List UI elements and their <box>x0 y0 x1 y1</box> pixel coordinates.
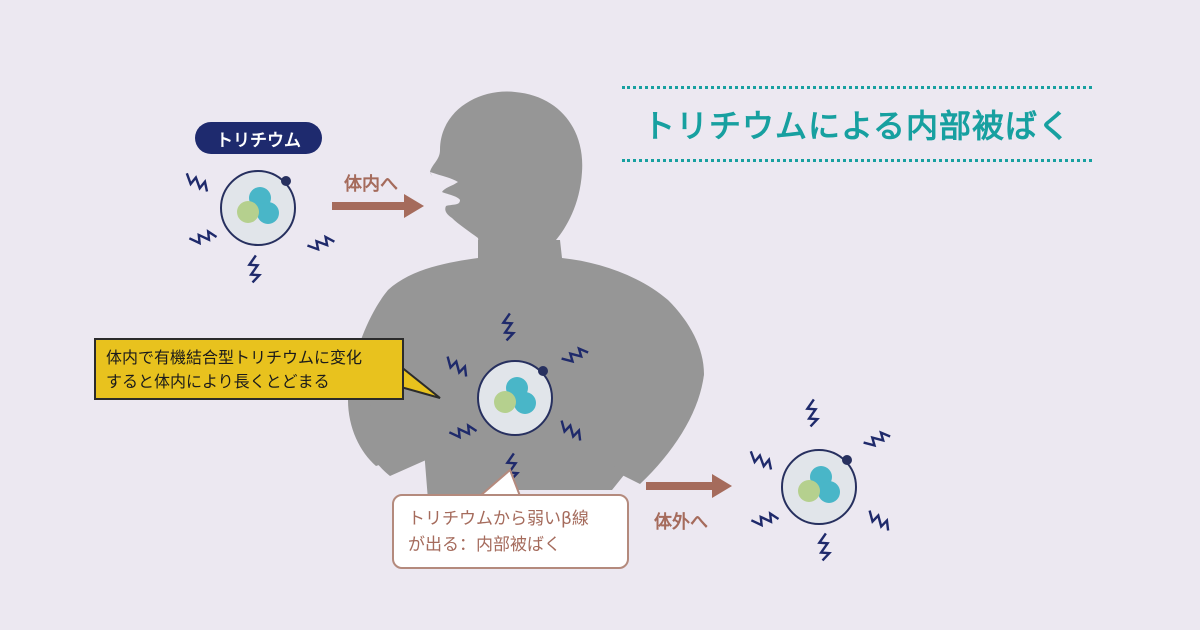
tritium-atom-icon <box>781 449 857 525</box>
radiation-zigzag-icon <box>307 234 335 252</box>
neutron <box>237 201 259 223</box>
radiation-zigzag-icon <box>446 356 468 377</box>
neutron <box>257 202 279 224</box>
radiation-zigzag-icon <box>560 420 582 441</box>
radiation-zigzag-icon <box>188 229 218 246</box>
neutron <box>798 480 820 502</box>
tritium-atom-icon <box>220 170 296 246</box>
electron <box>281 176 291 186</box>
callout-line: すると体内により長くとどまる <box>106 372 330 391</box>
radiation-zigzag-icon <box>750 511 780 528</box>
right-arrow-icon <box>646 474 732 498</box>
neutron <box>818 481 840 503</box>
callout-line: 体内で有機結合型トリチウムに変化 <box>106 348 363 367</box>
radiation-zigzag-icon <box>501 312 516 342</box>
into-body-label: 体内へ <box>344 174 398 195</box>
radiation-zigzag-icon <box>863 430 891 448</box>
radiation-zigzag-icon <box>868 510 890 531</box>
radiation-zigzag-icon <box>749 450 773 470</box>
callout-line: トリチウムから弱いβ線 <box>408 509 589 529</box>
tritium-atom-icon <box>477 360 553 436</box>
radiation-zigzag-icon <box>505 452 520 482</box>
out-of-body-label: 体外へ <box>654 512 708 533</box>
right-arrow-icon <box>332 194 424 218</box>
mouth <box>430 172 458 192</box>
radiation-zigzag-icon <box>185 172 209 192</box>
neutron <box>514 392 536 414</box>
radiation-zigzag-icon <box>247 254 262 284</box>
radiation-zigzag-icon <box>817 532 832 562</box>
neutron <box>494 391 516 413</box>
diagram-title: トリチウムによる内部被ばく <box>622 86 1092 162</box>
callout-line: が出る：内部被ばく <box>408 535 561 555</box>
radiation-zigzag-icon <box>805 398 820 428</box>
radiation-zigzag-icon <box>448 423 478 440</box>
radiation-zigzags <box>185 172 891 562</box>
beta-ray-callout: トリチウムから弱いβ線 が出る：内部被ばく <box>392 494 629 569</box>
radiation-zigzag-icon <box>561 346 589 364</box>
organic-tritium-callout: 体内で有機結合型トリチウムに変化 すると体内により長くとどまる <box>94 338 404 400</box>
tritium-label-badge: トリチウム <box>195 122 322 154</box>
electron <box>842 455 852 465</box>
electron <box>538 366 548 376</box>
